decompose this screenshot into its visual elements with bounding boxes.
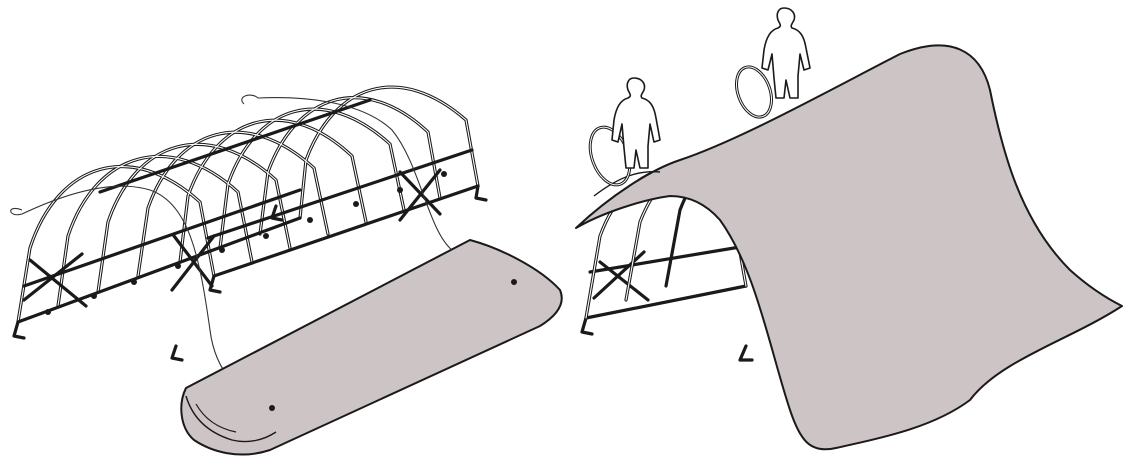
rolled-cover-body <box>181 240 561 455</box>
rope-tie-point <box>269 405 275 411</box>
rope-tie-point <box>511 279 517 285</box>
rolled-cover <box>181 240 561 455</box>
step2-cover-over-frame-panel <box>570 0 1126 461</box>
step1-frame-with-rolled-cover-panel <box>0 0 570 461</box>
hoop-icon <box>730 62 778 122</box>
person-icon <box>612 78 660 168</box>
worker-figure-right <box>730 8 810 122</box>
cover-sheet <box>576 45 1122 449</box>
